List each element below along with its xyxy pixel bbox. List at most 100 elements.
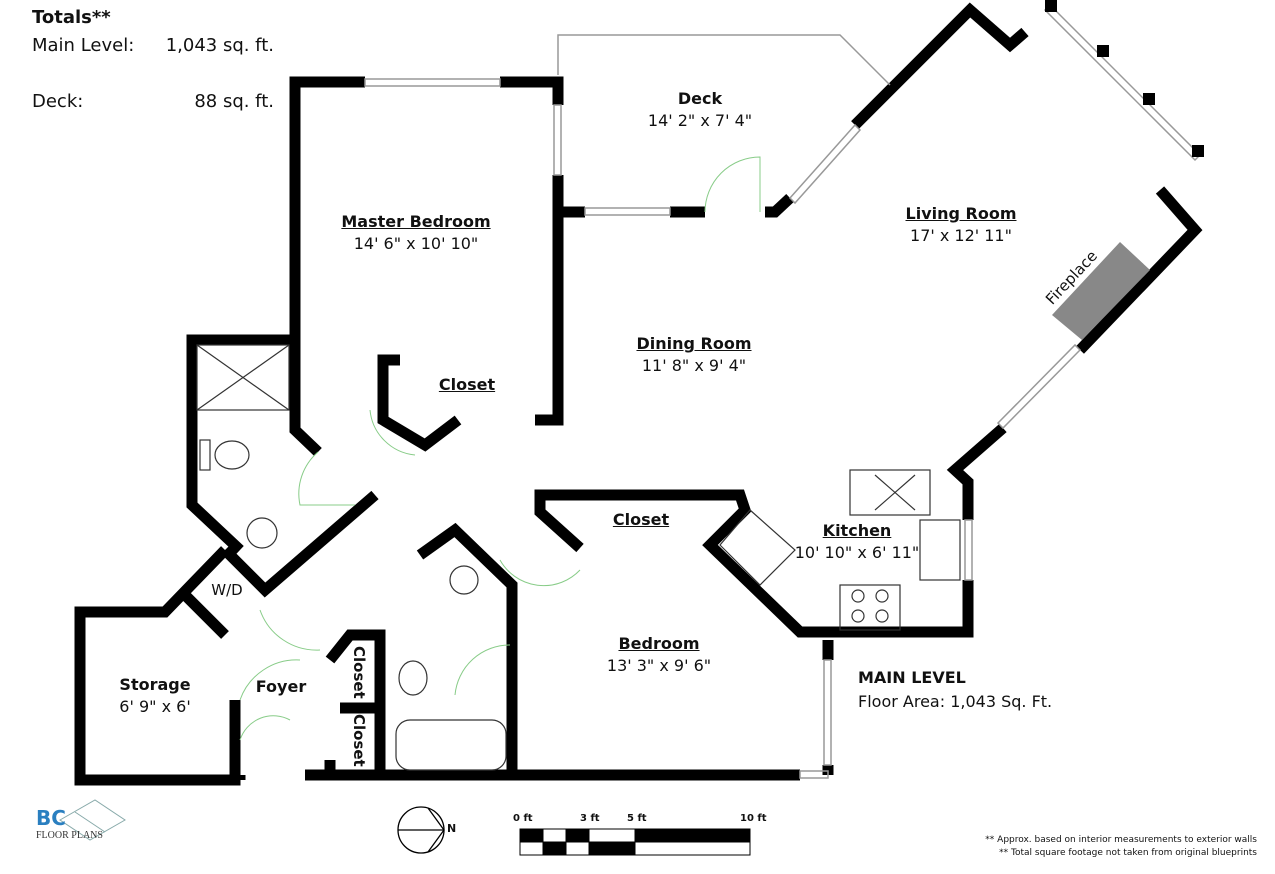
wall: [74, 546, 241, 786]
wall: [765, 193, 794, 218]
scale-tick: 0 ft: [513, 813, 533, 824]
room-name: Storage: [119, 675, 191, 694]
fireplace-icon: [1052, 242, 1150, 340]
storage-door: [239, 659, 301, 701]
logo: BC FLOOR PLANS: [36, 806, 103, 841]
room-size: 11' 8" x 9' 4": [641, 356, 747, 375]
totals-value: 1,043 sq. ft.: [165, 35, 274, 56]
totals-panel: Totals** Main Level: 1,043 sq. ft. Deck: 8…: [32, 4, 274, 116]
scale-tick: 5 ft: [627, 813, 647, 824]
foyer-closet-2: Closet: [350, 714, 368, 767]
room-storage: Storage 6' 9" x 6': [119, 674, 190, 718]
room-bedroom: Bedroom 13' 3" x 9' 6": [607, 633, 711, 677]
wall: [221, 490, 379, 598]
deck-railing: [557, 34, 891, 86]
totals-value: 88 sq. ft.: [194, 91, 274, 112]
logo-mark: BC: [36, 806, 66, 830]
entry-door: [239, 715, 291, 741]
main-level-title: MAIN LEVEL: [858, 668, 966, 687]
scale-tick: 3 ft: [580, 813, 600, 824]
doors: [239, 156, 761, 741]
footnotes: ** Approx. based on interior measurement…: [985, 834, 1257, 860]
main-level-area: Floor Area: 1,043 Sq. Ft.: [858, 692, 1053, 711]
room-master-bedroom: Master Bedroom 14' 6" x 10' 10": [341, 211, 490, 255]
room-name: Kitchen: [822, 521, 892, 540]
stove-icon: [839, 584, 901, 631]
bedroom-door: [499, 559, 581, 587]
deck-door: [704, 156, 761, 213]
room-name: Foyer: [255, 677, 307, 696]
wall: [534, 489, 974, 638]
scale-tick: 10 ft: [740, 813, 767, 824]
room-size: 17' x 12' 11": [910, 226, 1012, 245]
wall: [416, 522, 518, 775]
window: [553, 104, 562, 176]
room-name: Dining Room: [636, 334, 752, 353]
room-name: Closet: [612, 510, 670, 529]
wall: [946, 423, 1007, 520]
room-name: Master Bedroom: [341, 212, 491, 231]
room-bedroom-closet: Closet: [613, 509, 669, 531]
shower: [196, 344, 290, 411]
bathtub-icon: [395, 719, 507, 771]
scale-bar: [519, 828, 751, 856]
wall: [1076, 186, 1203, 354]
room-master-closet: Closet: [439, 374, 495, 396]
bath-door: [298, 451, 355, 506]
sink-icon: [449, 565, 479, 595]
room-name: Deck: [677, 89, 723, 108]
room-deck: Deck 14' 2" x 7' 4": [648, 88, 752, 132]
window: [788, 123, 862, 205]
fridge: [849, 469, 931, 516]
room-wd: W/D: [211, 581, 243, 599]
wall: [186, 334, 295, 555]
compass-icon: [397, 806, 445, 854]
totals-title: Totals**: [32, 7, 111, 28]
room-size: 13' 3" x 9' 6": [606, 656, 712, 675]
wall: [377, 354, 462, 452]
wall: [851, 2, 1029, 129]
room-size: 10' 10" x 6' 11": [794, 543, 920, 562]
window: [799, 770, 829, 779]
main-level-info: MAIN LEVEL Floor Area: 1,043 Sq. Ft.: [858, 666, 1052, 714]
totals-label: Deck:: [32, 91, 84, 112]
window: [823, 659, 832, 766]
logo-graphic: [59, 799, 126, 841]
walls: [74, 2, 1203, 786]
compass-label: N: [447, 822, 457, 835]
totals-label: Main Level:: [32, 35, 135, 56]
window: [964, 519, 973, 581]
window: [364, 78, 501, 87]
closet-door: [369, 409, 416, 456]
room-kitchen: Kitchen 10' 10" x 6' 11": [795, 520, 920, 564]
room-name: Living Room: [905, 204, 1017, 223]
sink-icon: [246, 517, 278, 549]
logo-text: FLOOR PLANS: [36, 830, 103, 841]
wall: [181, 591, 229, 639]
window: [1043, 3, 1202, 162]
toilet-icon: [214, 440, 250, 470]
wall: [289, 76, 365, 456]
foyer-closet-1: Closet: [350, 646, 368, 699]
room-size: 14' 2" x 7' 4": [647, 111, 753, 130]
sink-icon: [919, 519, 961, 581]
wall: [500, 76, 564, 105]
fixtures: [196, 344, 961, 771]
room-name: Closet: [438, 375, 496, 394]
wd-door: [259, 609, 321, 651]
footnote: ** Total square footage not taken from o…: [999, 848, 1257, 858]
bath2-door: [454, 644, 511, 696]
window: [996, 343, 1082, 430]
room-name: Bedroom: [618, 634, 700, 653]
room-dining-room: Dining Room 11' 8" x 9' 4": [636, 333, 751, 377]
totals-row-main: Main Level: 1,043 sq. ft.: [32, 32, 274, 60]
totals-row-deck: Deck: 88 sq. ft.: [32, 88, 274, 116]
window-posts: [1045, 0, 1204, 157]
room-living-room: Living Room 17' x 12' 11": [906, 203, 1017, 247]
room-size: 6' 9" x 6': [119, 697, 191, 716]
window: [584, 207, 671, 216]
toilet-icon: [398, 660, 428, 696]
wall: [535, 175, 564, 426]
room-size: 14' 6" x 10' 10": [353, 234, 479, 253]
footnote: ** Approx. based on interior measurement…: [985, 835, 1257, 845]
